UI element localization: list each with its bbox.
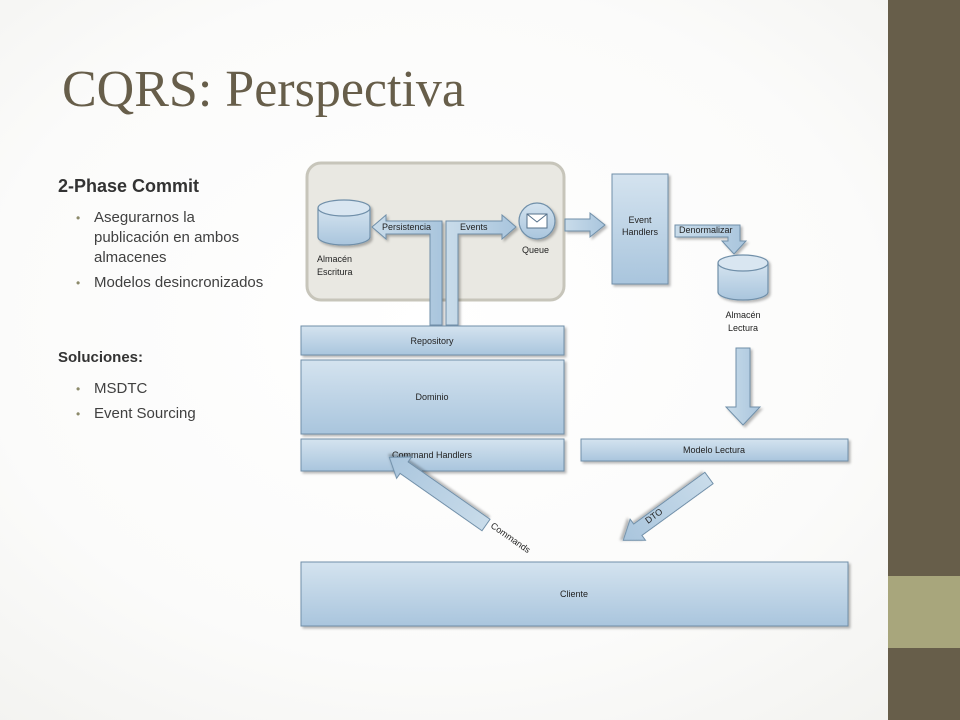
section-heading: 2-Phase Commit: [58, 176, 200, 196]
cqrs-diagram: Almacén Escritura Persistencia Events Qu…: [300, 161, 849, 627]
almacen-escritura-label-2: Escritura: [317, 267, 353, 277]
commands-label: Commands: [489, 520, 533, 555]
modelo-lectura-label: Modelo Lectura: [683, 445, 745, 455]
queue-icon: [518, 202, 556, 240]
event-handlers-box: [611, 173, 669, 285]
cliente-box: [300, 561, 849, 627]
repository-label: Repository: [410, 336, 454, 346]
repository-box: [300, 325, 565, 356]
events-label: Events: [460, 222, 488, 232]
dominio-label: Dominio: [415, 392, 448, 402]
event-handlers-label: Event: [628, 215, 652, 225]
command-handlers-box: [300, 438, 565, 472]
almacen-lectura-label: Almacén: [725, 310, 760, 320]
events-arrow: [445, 213, 517, 326]
cliente-label: Cliente: [560, 589, 588, 599]
persistencia-label: Persistencia: [382, 222, 431, 232]
event-handlers-label-2: Handlers: [622, 227, 659, 237]
almacen-lectura-icon: [717, 254, 769, 301]
problem-list: Asegurarnos la publicación en ambos alma…: [76, 208, 264, 298]
lectura-down-arrow: [724, 347, 762, 426]
almacen-lectura-label-2: Lectura: [728, 323, 758, 333]
commands-arrow: [388, 456, 491, 532]
modelo-lectura-box: [580, 438, 849, 462]
solutions-heading: Soluciones:: [58, 349, 144, 366]
command-handlers-label: Command Handlers: [392, 450, 473, 460]
dominio-box: [300, 359, 565, 435]
bullet-item: Modelos desincronizados: [76, 273, 264, 293]
denormalizar-label: Denormalizar: [679, 225, 733, 235]
sidebar-accent: [888, 576, 960, 648]
queue-to-handlers-arrow: [564, 211, 606, 239]
dto-arrow: [622, 471, 714, 541]
slide-title: CQRS: Perspectiva: [62, 61, 465, 118]
almacen-escritura-icon: [317, 199, 371, 246]
almacen-escritura-label: Almacén: [317, 254, 352, 264]
persistencia-arrow: [371, 213, 443, 326]
sidebar-decoration: [888, 0, 960, 720]
solution-item: Event Sourcing: [76, 404, 264, 424]
solutions-list: MSDTC Event Sourcing: [76, 379, 264, 429]
bullet-item: Asegurarnos la publicación en ambos alma…: [76, 208, 264, 268]
denormalizar-arrow: [674, 224, 748, 255]
solution-item: MSDTC: [76, 379, 264, 399]
queue-label: Queue: [522, 245, 549, 255]
